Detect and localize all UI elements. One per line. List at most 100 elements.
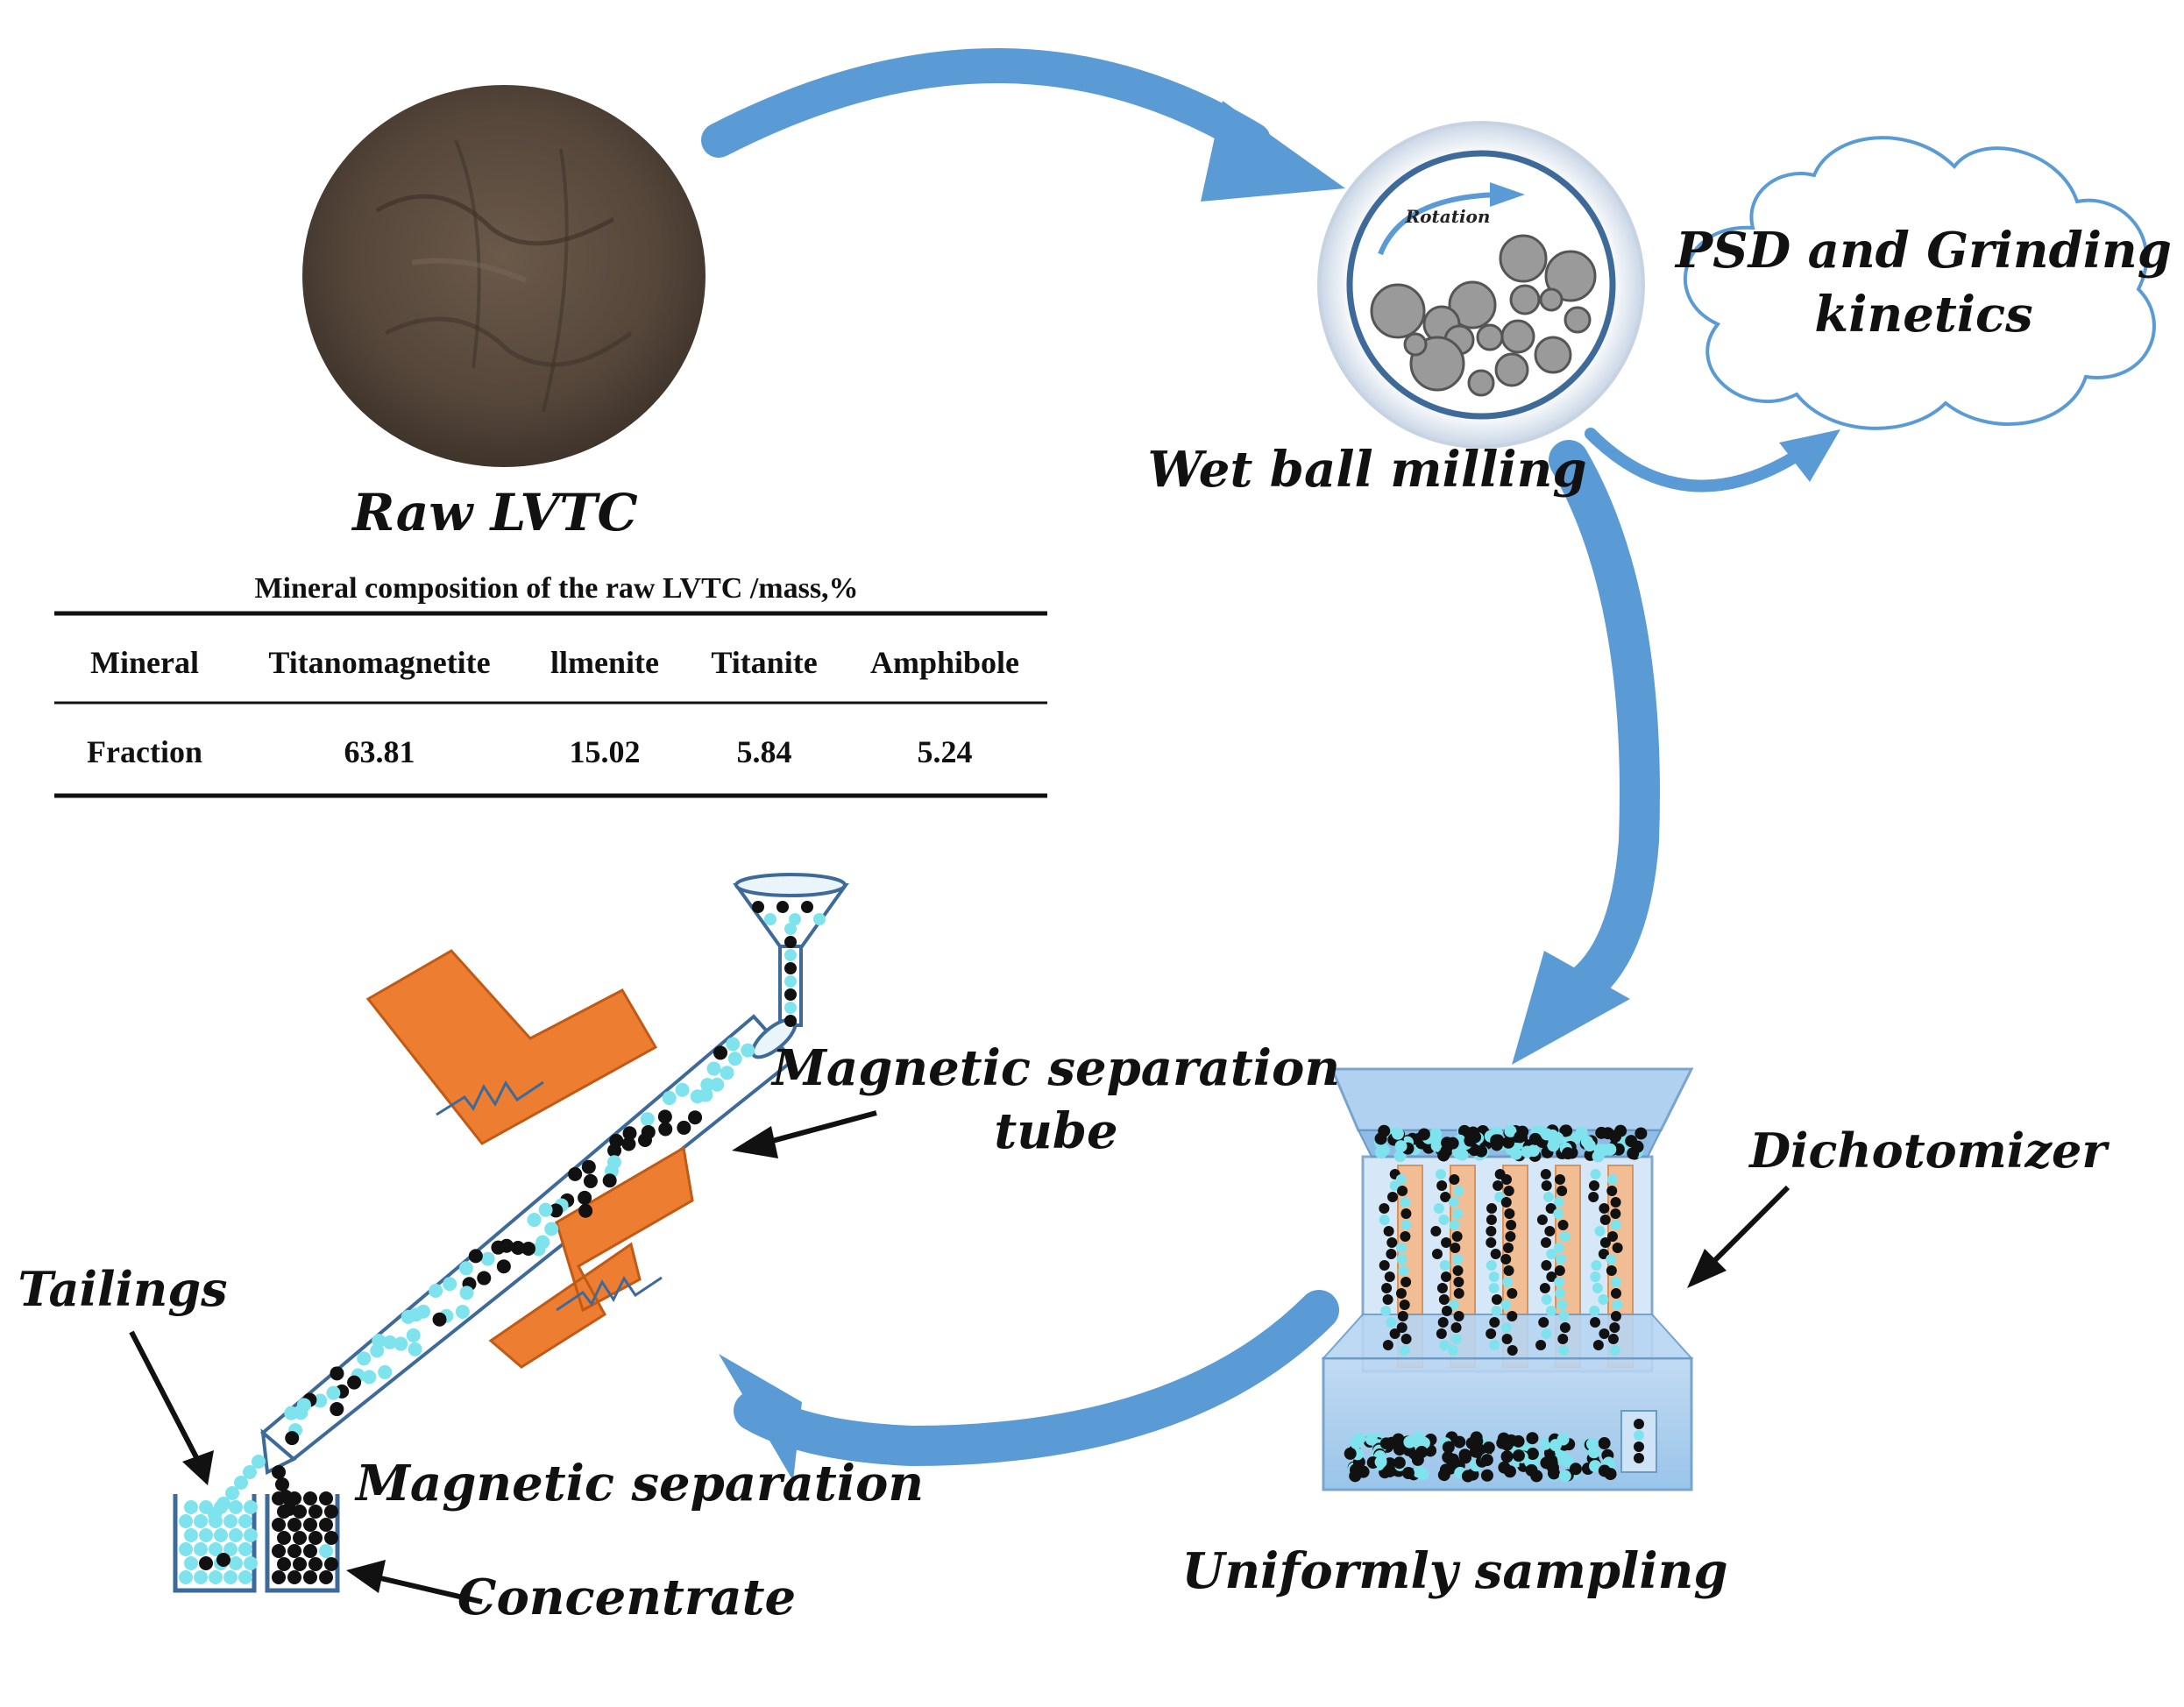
tube-particle xyxy=(690,1089,705,1104)
tailings-particle xyxy=(244,1556,258,1570)
tube-particle xyxy=(491,1240,506,1255)
psd-cloud xyxy=(1684,136,2156,430)
tube-particle xyxy=(284,1406,299,1420)
hopper-particle xyxy=(1593,1144,1606,1157)
chute-particle xyxy=(1395,1288,1407,1299)
tube-particle xyxy=(726,1037,741,1052)
side-particle xyxy=(1634,1430,1644,1441)
concentrate-particle xyxy=(308,1557,323,1571)
chute-particle xyxy=(1504,1208,1515,1219)
chute-particle xyxy=(1554,1277,1565,1287)
concentrate-particle xyxy=(324,1531,338,1545)
chute-particle xyxy=(1451,1231,1463,1242)
chute-particle xyxy=(1440,1271,1451,1282)
chute-particle xyxy=(1610,1208,1621,1219)
concentrate-particle xyxy=(303,1491,317,1505)
concentrate-particle xyxy=(272,1544,286,1558)
concentrate-particle xyxy=(293,1557,307,1571)
stem-particle xyxy=(784,1015,797,1027)
concentrate-particle xyxy=(287,1570,301,1584)
chute-particle xyxy=(1383,1226,1394,1236)
stem-particle xyxy=(784,936,797,948)
tray-particle xyxy=(1589,1460,1602,1473)
tube-particle xyxy=(362,1370,377,1385)
hopper-particle xyxy=(1394,1140,1408,1153)
tube-label-line1: Magnetic separation xyxy=(770,1039,1340,1097)
chute-particle xyxy=(1453,1186,1464,1196)
tube-particle xyxy=(549,1203,564,1218)
falling-tailing xyxy=(252,1455,266,1469)
tube-particle xyxy=(432,1312,447,1327)
tray-particle xyxy=(1459,1451,1472,1464)
tailings-particle xyxy=(229,1528,243,1542)
concentrate-particle xyxy=(287,1518,301,1532)
chute-particle xyxy=(1397,1311,1408,1321)
tailings-particle xyxy=(238,1514,252,1528)
tube-particle xyxy=(583,1173,598,1188)
funnel-particle xyxy=(764,913,776,925)
tailings-particle xyxy=(223,1514,238,1528)
chute-particle xyxy=(1387,1192,1399,1202)
chute-particle xyxy=(1448,1197,1459,1208)
tube-particle xyxy=(713,1045,728,1060)
chute-particle xyxy=(1439,1260,1450,1271)
chute-particle xyxy=(1400,1197,1411,1208)
hopper-particle xyxy=(1547,1139,1560,1152)
tray-particle xyxy=(1525,1463,1538,1477)
flow-arrows xyxy=(701,48,1840,1481)
chute-particle xyxy=(1590,1271,1601,1282)
tailings-particle xyxy=(238,1570,252,1584)
arrow-sampler-to-separation xyxy=(734,1290,1339,1467)
chute-particle xyxy=(1399,1345,1410,1356)
chute-particle xyxy=(1541,1237,1552,1248)
tray-particle xyxy=(1569,1463,1582,1476)
concentrate-pointer xyxy=(346,1560,483,1604)
chute-particle xyxy=(1450,1334,1462,1344)
arrow-raw-to-mill-head xyxy=(1201,101,1345,202)
falling-concentrate xyxy=(272,1465,286,1479)
chute-particle xyxy=(1559,1322,1571,1333)
hopper-particle xyxy=(1609,1130,1622,1143)
tray-particle xyxy=(1482,1441,1495,1454)
funnel-particle xyxy=(789,913,801,925)
chute-particle xyxy=(1611,1277,1622,1287)
chute-particle xyxy=(1430,1226,1442,1236)
table-value-ilmenite: 15.02 xyxy=(570,734,641,769)
tube-particle xyxy=(429,1283,443,1298)
funnel-particle xyxy=(776,901,789,913)
tube-particle xyxy=(531,1242,546,1257)
tailings-particle xyxy=(229,1500,243,1514)
chute-particle xyxy=(1607,1334,1619,1344)
funnel-particle xyxy=(752,901,764,913)
chute-particle xyxy=(1490,1249,1501,1259)
concentrate-particle xyxy=(287,1544,301,1558)
chute-particle xyxy=(1379,1215,1390,1225)
tube-particle xyxy=(406,1328,421,1342)
tube-particle xyxy=(313,1393,328,1408)
chute-particle xyxy=(1502,1277,1514,1287)
tailings-particle xyxy=(199,1528,213,1542)
tube-particle xyxy=(496,1259,511,1274)
tray-particle xyxy=(1349,1470,1362,1483)
chute-particle xyxy=(1436,1180,1448,1191)
raw-lvtc-label: Raw LVTC xyxy=(351,483,637,542)
chute-particle xyxy=(1502,1243,1514,1253)
tube-particle xyxy=(378,1364,393,1379)
chute-particle xyxy=(1389,1180,1400,1191)
chute-particle xyxy=(1440,1192,1451,1202)
tray-particle xyxy=(1437,1469,1450,1482)
chute-particle xyxy=(1500,1174,1512,1185)
milling-balls xyxy=(1370,234,1597,397)
tray-particle xyxy=(1383,1457,1396,1470)
chute-particle xyxy=(1452,1254,1464,1264)
tailings-particle xyxy=(229,1556,243,1570)
chute-particle xyxy=(1439,1340,1450,1350)
hopper-particle xyxy=(1469,1130,1482,1144)
chute-particle xyxy=(1488,1283,1500,1293)
chute-particle xyxy=(1507,1311,1518,1321)
chute-particle xyxy=(1452,1208,1464,1219)
table-value-titanite: 5.84 xyxy=(737,734,792,769)
chute-particle xyxy=(1599,1215,1611,1225)
chute-particle xyxy=(1500,1300,1512,1310)
tray-particle xyxy=(1480,1454,1493,1467)
